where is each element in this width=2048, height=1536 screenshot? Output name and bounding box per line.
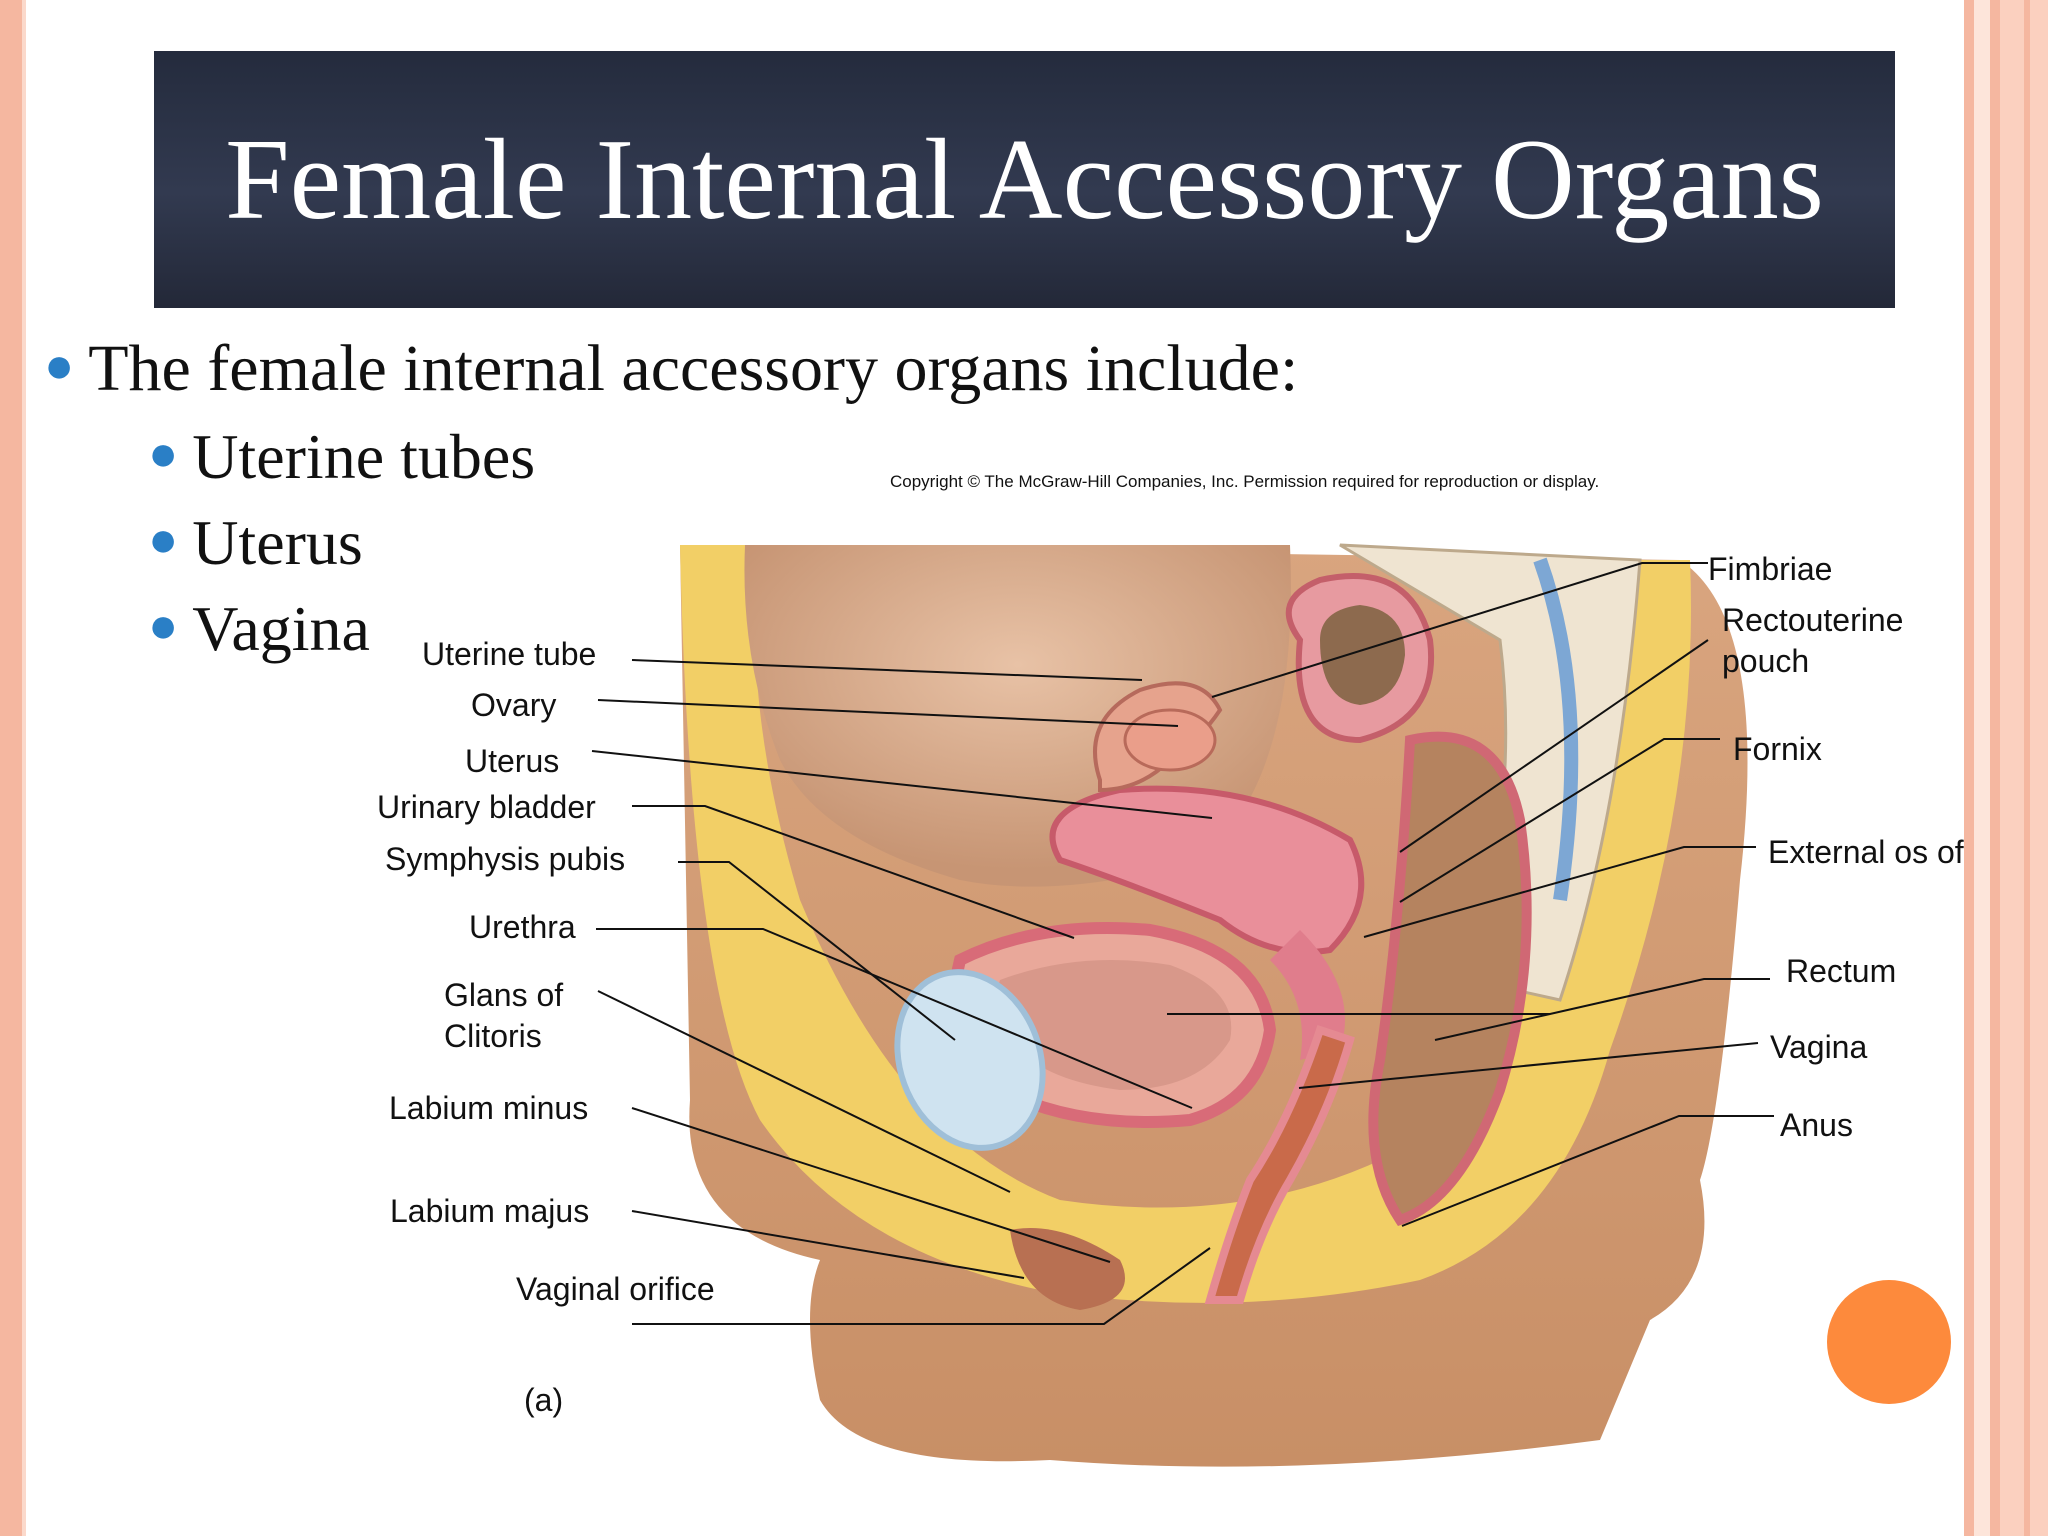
slide-border-right-overlay [1974,0,1990,1536]
leader-line-fornix [1399,738,1720,903]
leader-line-labium-majus [631,1210,1025,1279]
label-uterus: Uterus [465,743,559,779]
leader-line-external-os [1363,846,1756,938]
decorative-orange-circle [1827,1280,1951,1404]
labia [1010,1228,1125,1310]
label-clitoris: Clitoris [444,1018,542,1054]
slide-border-right-overlay [2024,0,2030,1536]
label-symphysis-pubis: Symphysis pubis [385,841,625,877]
leader-line-vaginal-orifice [632,1247,1211,1325]
bullet-vagina: ●Vagina [148,593,370,664]
label-fornix: Fornix [1733,731,1822,767]
label-labium-minus: Labium minus [389,1090,588,1126]
leader-line-vagina [1298,1042,1759,1089]
label-pouch: pouch [1722,643,1809,679]
cervix [1270,930,1345,1060]
uterus [1049,785,1365,955]
label-ovary: Ovary [471,687,556,723]
bullet-dot-icon: ● [44,337,75,393]
bullet-uterine-tubes: ●Uterine tubes [148,421,536,492]
leader-line-urinary-bladder [632,805,1075,939]
bullet-list: ●The female internal accessory organs in… [44,322,1298,670]
spinal-canal [1533,557,1579,902]
slide-border-left-inner [22,0,26,1536]
bullet-intro: ●The female internal accessory organs in… [44,332,1299,405]
label-labium-majus: Labium majus [390,1193,589,1229]
bullet-dot-icon: ● [148,511,179,567]
label-urethra: Urethra [469,909,576,945]
slide-title-text: Female Internal Accessory Organs [225,115,1824,244]
leader-line-uterus [591,750,1213,819]
slide-title: Female Internal Accessory Organs [154,51,1895,308]
copyright-notice: Copyright © The McGraw-Hill Companies, I… [890,472,1600,491]
leader-line-glans-of-clitoris [597,990,1011,1193]
figure-tag: (a) [524,1382,563,1418]
leader-line-rectum [1167,978,1770,1015]
label-glans-of: Glans of [444,977,563,1013]
bullet-dot-icon: ● [148,425,179,481]
bladder-lumen [996,960,1232,1090]
slide-border-right-overlay [1964,0,1974,1536]
colon-lumen [1320,605,1405,705]
slide-border-left [0,0,22,1536]
label-vaginal-orifice: Vaginal orifice [516,1271,715,1307]
leader-line-uterine-tube [631,659,1143,681]
label-fimbriae: Fimbriae [1708,551,1832,587]
leader-line-ovary [597,699,1179,727]
vaginal-canal [1204,1024,1355,1304]
leader-line-urethra [596,928,1193,1109]
label-vagina: Vagina [1770,1029,1867,1065]
symphysis-pubis [894,969,1046,1151]
label-urinary-bladder: Urinary bladder [377,789,596,825]
label-rectouterine: Rectouterine [1722,602,1903,638]
leader-line-labium-minus [631,1107,1111,1263]
leader-line-anus [1401,1115,1774,1227]
rectum [1368,731,1532,1226]
leader-line-rectum-tip [1434,1013,1551,1041]
leader-line-fimbriae [1211,562,1708,698]
bullet-dot-icon: ● [148,597,179,653]
bullet-uterus: ●Uterus [148,507,363,578]
leader-line-symphysis-pubis [678,861,956,1041]
label-anus: Anus [1780,1107,1853,1143]
label-rectum: Rectum [1786,953,1896,989]
leader-line-rectouterine-pouch [1399,639,1709,853]
label-uterine-tube: Uterine tube [422,636,596,672]
slide-border-right-overlay [1990,0,2000,1536]
